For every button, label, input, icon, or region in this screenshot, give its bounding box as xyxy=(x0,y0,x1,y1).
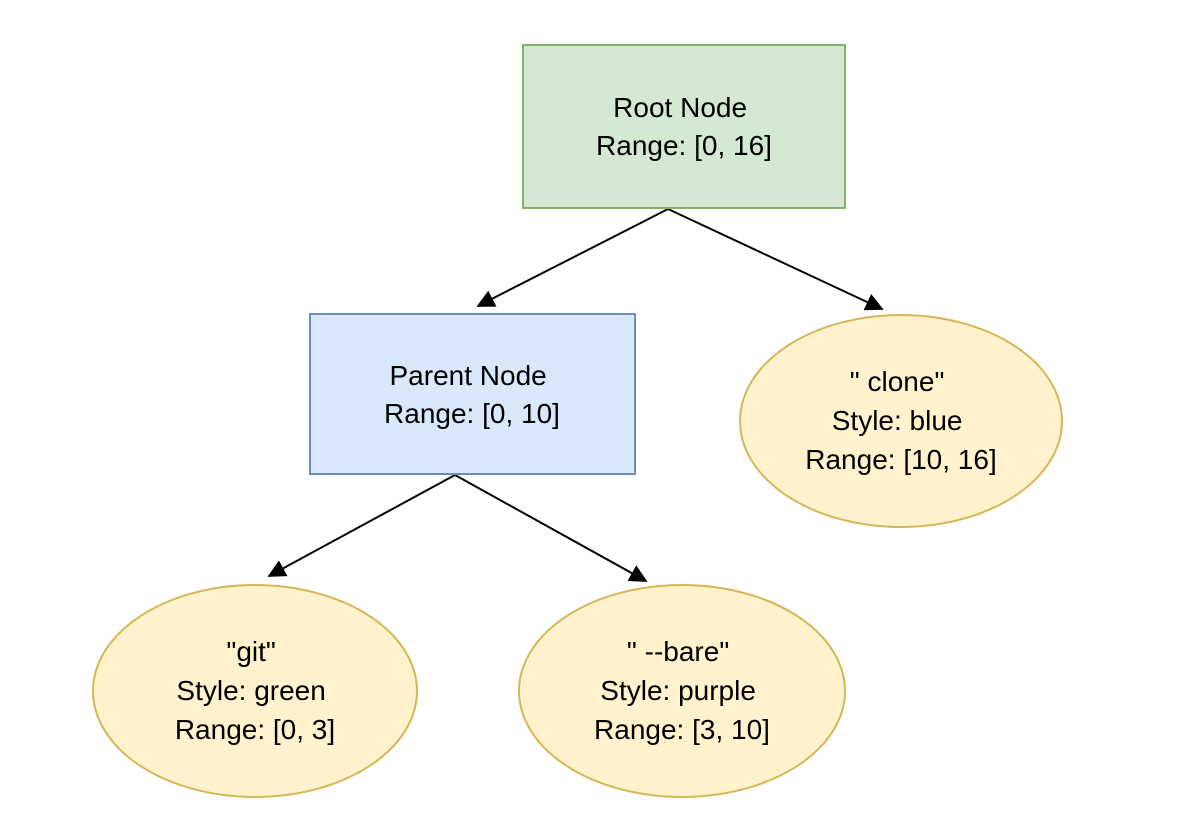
bare-node-label-line-1: " --bare" xyxy=(627,636,729,667)
parent-node: Parent Node Range: [0, 10] xyxy=(309,313,636,475)
bare-node: " --bare" Style: purple Range: [3, 10] xyxy=(518,584,846,798)
root-node: Root Node Range: [0, 16] xyxy=(522,44,846,209)
clone-node-label-line-2: Style: blue xyxy=(832,405,963,436)
parent-node-shape xyxy=(309,313,636,475)
clone-node: " clone" Style: blue Range: [10, 16] xyxy=(739,314,1063,528)
clone-node-shape xyxy=(739,314,1063,528)
bare-node-label-line-2: Style: purple xyxy=(600,675,756,706)
root-node-shape xyxy=(522,44,846,209)
git-node-label-line-3: Range: [0, 3] xyxy=(175,714,335,745)
parent-node-label: Parent Node Range: [0, 10] xyxy=(384,360,560,429)
bare-node-label: " --bare" Style: purple Range: [3, 10] xyxy=(594,636,770,745)
edge-parent-to-git xyxy=(267,474,456,577)
root-node-label-line-2: Range: [0, 16] xyxy=(596,130,772,161)
clone-node-label-line-3: Range: [10, 16] xyxy=(805,444,996,475)
root-node-label-line-1: Root Node xyxy=(613,92,747,123)
git-node-label: "git" Style: green Range: [0, 3] xyxy=(175,636,335,745)
root-node-label: Root Node Range: [0, 16] xyxy=(596,92,772,161)
bare-node-label-line-3: Range: [3, 10] xyxy=(594,714,770,745)
git-node-shape xyxy=(92,584,418,798)
bare-node-shape xyxy=(518,584,846,798)
clone-node-label-line-1: " clone" xyxy=(850,366,945,397)
clone-node-label: " clone" Style: blue Range: [10, 16] xyxy=(805,366,996,475)
edge-root-to-clone xyxy=(667,208,884,311)
parent-node-label-line-2: Range: [0, 10] xyxy=(384,398,560,429)
parent-node-label-line-1: Parent Node xyxy=(390,360,547,391)
edge-parent-to-bare xyxy=(454,474,648,582)
edge-root-to-parent xyxy=(476,208,669,307)
git-node-label-line-1: "git" xyxy=(226,636,275,667)
git-node: "git" Style: green Range: [0, 3] xyxy=(92,584,418,798)
git-node-label-line-2: Style: green xyxy=(176,675,325,706)
